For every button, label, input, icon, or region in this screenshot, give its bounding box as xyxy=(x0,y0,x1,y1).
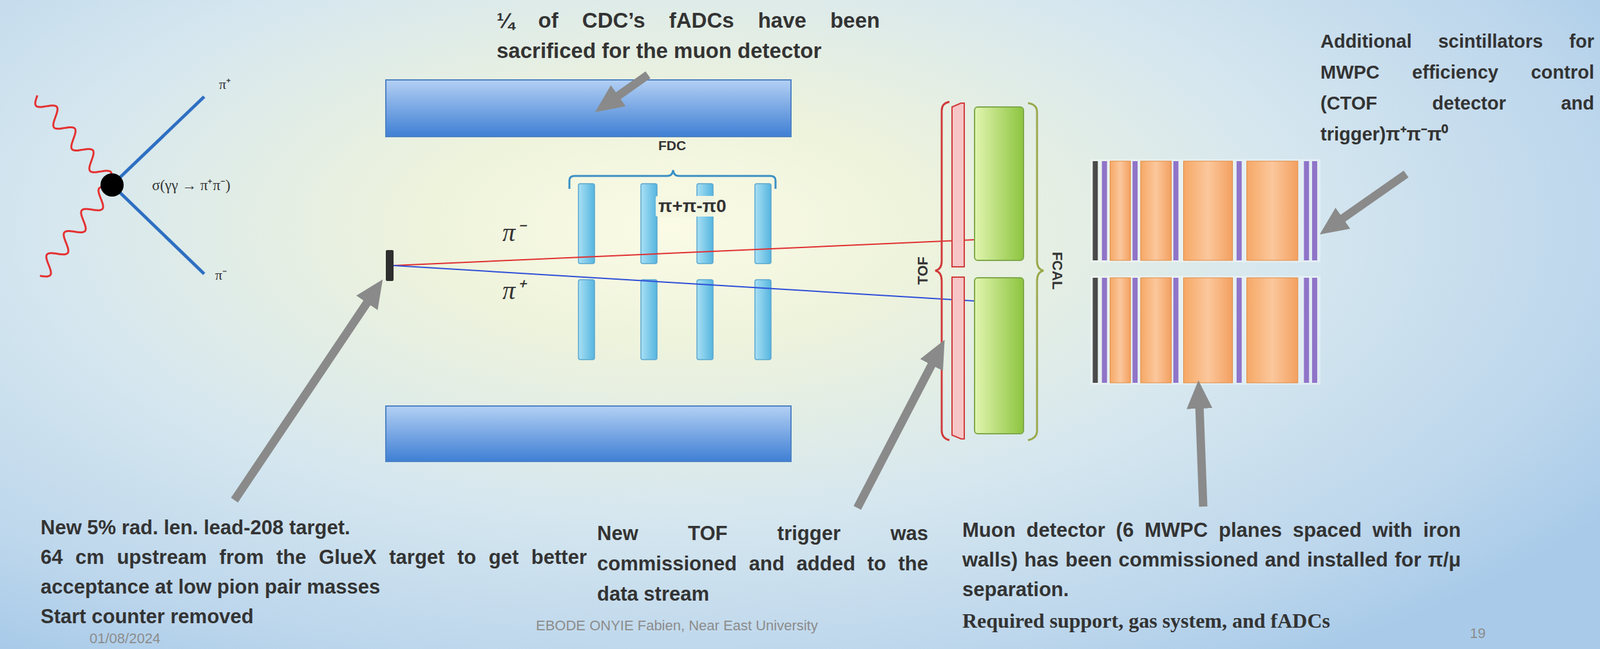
fdc-bracket xyxy=(569,170,776,189)
target-note: 64 cm upstream from the GlueX target to … xyxy=(40,542,587,602)
fdc-planes xyxy=(578,183,772,360)
cross-section-label: σ(γγ → π⁺π⁻) xyxy=(152,177,231,194)
fdc-label: FDC xyxy=(658,137,686,154)
pi-plus-track xyxy=(393,265,975,301)
muon-detector xyxy=(1090,159,1321,385)
footer-author: EBODE ONYIE Fabien, Near East University xyxy=(535,617,819,634)
tof-wall xyxy=(952,103,965,267)
target-note: Start counter removed xyxy=(40,601,587,632)
fcal-bracket xyxy=(1028,103,1044,440)
page-number: 19 xyxy=(1469,624,1486,641)
fcal-block xyxy=(974,106,1024,261)
tof-wall xyxy=(952,276,965,439)
pi-minus-track xyxy=(393,239,975,266)
tof-label: TOF xyxy=(914,256,931,285)
muon-note: Muon detector (6 MWPC planes spaced with… xyxy=(962,515,1461,605)
channel-label: π+π-π0 xyxy=(655,195,730,217)
scintillator-note: Additional scintillators for MWPC effici… xyxy=(1320,25,1595,150)
target-note: New 5% rad. len. lead-208 target. xyxy=(40,512,587,543)
cdc-note: ¼ of CDC’s fADCs have been sacrificed fo… xyxy=(496,5,880,66)
cdc-bar xyxy=(385,405,791,462)
lead-target xyxy=(385,249,394,281)
particle-label: π⁻ xyxy=(215,266,227,283)
fcal-label: FCAL xyxy=(1048,251,1065,290)
track-label: π⁺ xyxy=(502,275,525,306)
track-label: π⁻ xyxy=(502,217,525,248)
cdc-bar xyxy=(385,79,791,137)
tof-note: New TOF trigger was commissioned and add… xyxy=(597,517,929,609)
fcal-block xyxy=(974,277,1024,434)
tof-bracket xyxy=(935,101,950,440)
callout-arrows xyxy=(234,74,1407,508)
particle-label: π⁺ xyxy=(219,76,231,93)
footer-date: 01/08/2024 xyxy=(89,629,161,647)
muon-note: Required support, gas system, and fADCs xyxy=(962,605,1461,636)
